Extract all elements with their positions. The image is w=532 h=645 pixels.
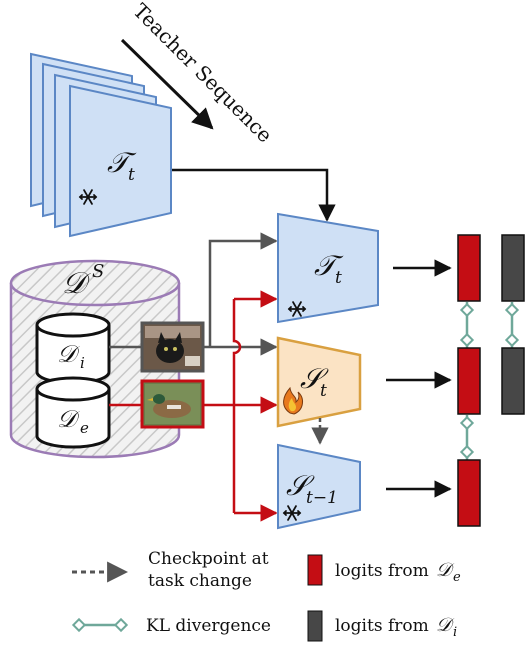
- legend-kl-divergence: KL divergence: [146, 616, 271, 636]
- kl-connectors: [459, 302, 520, 460]
- dataset-e-subscript: e: [80, 419, 89, 437]
- previous-student-model: 𝒮 t−1: [277, 443, 361, 530]
- teacher-stack: 𝒯 t: [30, 52, 172, 238]
- student-logits-internal: [501, 347, 525, 415]
- dataset-i: 𝒟 i: [35, 312, 111, 385]
- legend-logits-external-swatch: [307, 554, 323, 586]
- legend: Checkpoint at task change KL divergence …: [71, 549, 461, 642]
- dataset-cylinder: 𝒟 S 𝒟 i 𝒟 e: [9, 259, 181, 459]
- dataset-superscript: S: [92, 261, 104, 282]
- student-model-subscript: t: [320, 381, 327, 401]
- legend-logits-i-subscript: i: [453, 625, 457, 640]
- dataset-i-subscript: i: [80, 354, 85, 372]
- teacher-logits-external: [457, 234, 481, 302]
- cat-image: [140, 321, 205, 373]
- legend-kl-swatch: [71, 617, 129, 633]
- external-data-flow: [109, 290, 278, 522]
- teacher-model: 𝒯 t: [277, 212, 379, 324]
- legend-logits-i-symbol: 𝒟: [436, 614, 455, 636]
- legend-checkpoint-line2: task change: [148, 571, 252, 591]
- stack-to-teacher-arrow: [172, 168, 336, 222]
- teacher-model-subscript: t: [335, 268, 342, 288]
- legend-logits-e-symbol: 𝒟: [436, 559, 455, 581]
- teacher-logits-internal: [501, 234, 525, 302]
- dataset-e: 𝒟 e: [35, 376, 111, 449]
- previous-student-subscript: t−1: [306, 488, 338, 508]
- legend-logits-e-subscript: e: [453, 570, 461, 585]
- duck-image: [140, 379, 205, 429]
- student-logits-external: [457, 347, 481, 415]
- logit-bars: [457, 234, 525, 527]
- teacher-stack-subscript: t: [128, 165, 135, 185]
- legend-logits-e-prefix: logits from: [335, 561, 429, 581]
- legend-checkpoint-line1: Checkpoint at: [148, 549, 269, 569]
- flame-icon: [283, 386, 303, 415]
- legend-logits-i-prefix: logits from: [335, 616, 429, 636]
- previous-student-logits-external: [457, 459, 481, 527]
- legend-logits-internal-swatch: [307, 610, 323, 642]
- student-model: 𝒮 t: [276, 336, 362, 428]
